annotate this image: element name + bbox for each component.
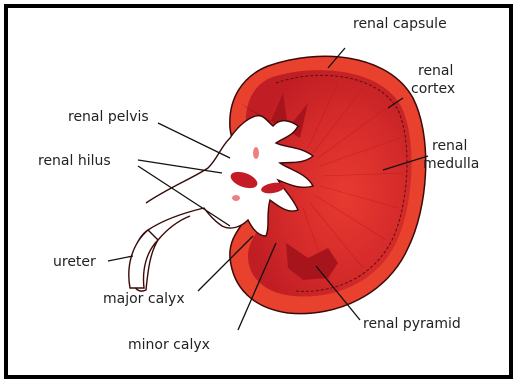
label-minor-calyx: minor calyx — [128, 337, 210, 353]
calyx-opening-2 — [253, 147, 259, 159]
label-renal-pelvis: renal pelvis — [68, 109, 149, 125]
kidney-diagram: renal capsule renal cortex renal pelvis … — [8, 8, 509, 375]
label-major-calyx: major calyx — [103, 291, 185, 307]
leader-ureter — [108, 256, 133, 261]
ureter-tube — [129, 230, 158, 288]
label-renal-cortex-1: renal — [418, 63, 453, 79]
label-renal-hilus: renal hilus — [38, 153, 111, 169]
leader-renal-pelvis — [158, 123, 230, 158]
label-ureter: ureter — [53, 254, 96, 270]
calyx-opening-4 — [232, 195, 240, 201]
label-renal-capsule: renal capsule — [353, 16, 447, 32]
diagram-frame: renal capsule renal cortex renal pelvis … — [4, 4, 513, 379]
label-renal-pyramid: renal pyramid — [363, 316, 461, 332]
label-renal-medulla-1: renal — [432, 138, 467, 154]
label-renal-cortex-2: cortex — [411, 81, 455, 97]
label-renal-medulla-2: medulla — [423, 156, 479, 172]
